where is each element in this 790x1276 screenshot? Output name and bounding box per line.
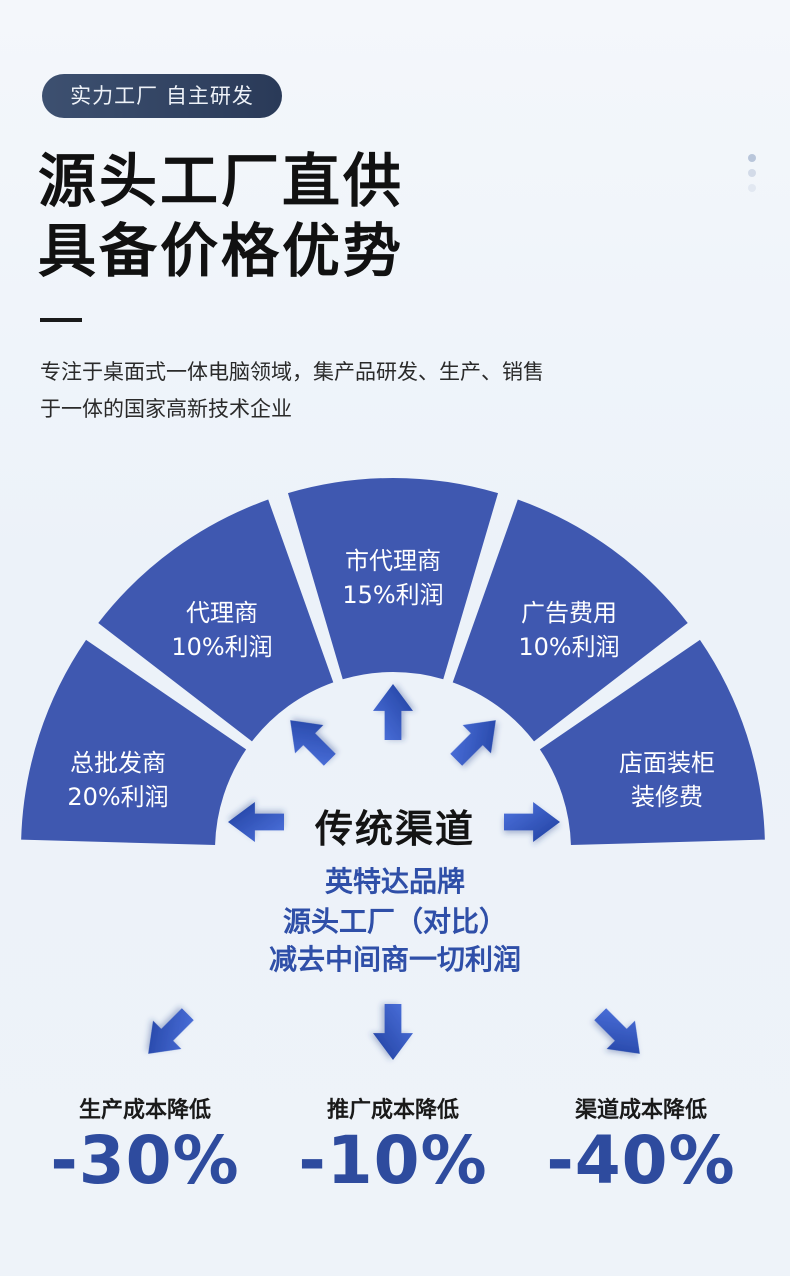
title-line-1: 源头工厂直供	[38, 147, 405, 215]
page-indicator-dots	[748, 154, 758, 199]
segment-wholesaler	[21, 639, 247, 846]
arrow-down-left-icon	[148, 1008, 194, 1054]
segment-profit: 10%利润	[171, 633, 273, 661]
source-factory-compare: 源头工厂（对比）	[282, 905, 507, 938]
segment-label-agent: 代理商 10%利润	[137, 596, 307, 664]
segment-store-fitout	[539, 639, 765, 846]
segment-agent	[98, 499, 334, 742]
title-line-2: 具备价格优势	[38, 217, 405, 285]
arrow-down-icon	[373, 1004, 413, 1060]
segment-profit: 20%利润	[67, 783, 169, 811]
arrow-up-left-icon	[290, 720, 336, 766]
title-divider	[40, 318, 82, 322]
arrow-up-right-icon	[450, 720, 496, 766]
stat-label-production: 生产成本降低	[78, 1098, 211, 1123]
segment-name: 代理商	[186, 599, 258, 627]
segment-label-city-agent: 市代理商 15%利润	[308, 544, 478, 612]
segment-city-agent	[287, 478, 499, 680]
segment-advertising	[452, 499, 688, 742]
brand-name: 英特达品牌	[324, 865, 465, 898]
traditional-channel-title: 传统渠道	[314, 807, 475, 851]
arrow-up-icon	[373, 684, 413, 740]
description-line-1: 专注于桌面式一体电脑领域，集产品研发、生产、销售	[40, 360, 544, 384]
segment-name: 店面装柜	[619, 749, 715, 777]
stat-value-production: -30%	[50, 1122, 240, 1199]
arrow-down-right-icon	[594, 1008, 640, 1054]
stat-label-channel: 渠道成本降低	[574, 1098, 707, 1123]
segment-profit: 10%利润	[518, 633, 620, 661]
stat-label-promotion: 推广成本降低	[326, 1098, 459, 1123]
remove-middlemen-text: 减去中间商一切利润	[268, 943, 521, 976]
stat-value-channel: -40%	[546, 1122, 736, 1199]
factory-badge: 实力工厂 自主研发	[42, 74, 282, 118]
segment-name: 广告费用	[521, 599, 617, 627]
description-line-2: 于一体的国家高新技术企业	[40, 397, 292, 421]
arrow-left-icon	[228, 802, 284, 842]
segment-profit: 装修费	[631, 783, 703, 811]
company-description: 专注于桌面式一体电脑领域，集产品研发、生产、销售 于一体的国家高新技术企业	[40, 354, 660, 428]
segment-name: 总批发商	[70, 749, 166, 777]
segment-profit: 15%利润	[342, 581, 444, 609]
arrow-right-icon	[504, 802, 560, 842]
stat-value-promotion: -10%	[298, 1122, 488, 1199]
segment-name: 市代理商	[345, 547, 441, 575]
segment-label-advertising: 广告费用 10%利润	[484, 596, 654, 664]
segment-label-store-fitout: 店面装柜 装修费	[582, 746, 752, 814]
segment-label-wholesaler: 总批发商 20%利润	[33, 746, 203, 814]
page-title: 源头工厂直供 具备价格优势	[38, 146, 404, 286]
